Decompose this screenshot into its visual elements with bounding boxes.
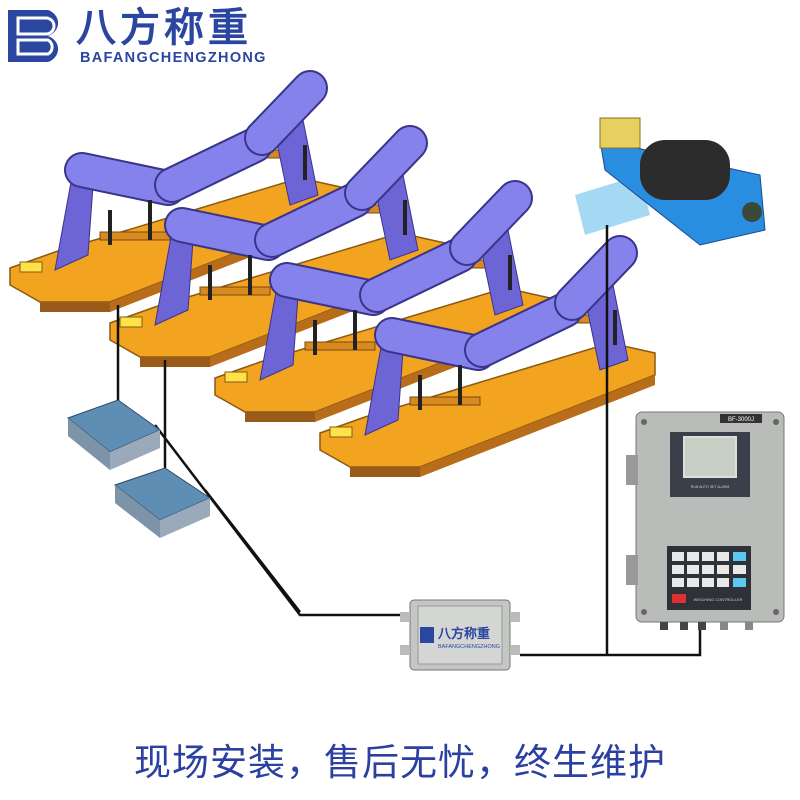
caption: 现场安装，售后无忧，终生维护 [134,741,666,784]
brand-logo: 八方称重 BAFANGCHENGZHONG [4,6,294,66]
junction-box-logo-english: BAFANGCHENGZHONG [438,644,500,650]
controller-indicators: RUN AUTO SET ALARM [691,485,730,489]
logo-chinese-text: 八方称重 [76,5,252,51]
load-cell-2 [113,467,212,538]
junction-box: 八方称重 BAFANGCHENGZHONG [400,599,520,671]
controller-label: WEIGHING CONTROLLER [693,597,742,602]
speed-sensor [575,117,766,246]
controller-model: BF-3000J [728,417,754,423]
logo-b-icon [8,10,59,62]
weighing-controller: BF-3000J RUN AUTO SET ALARM WEIGHING CON… [626,411,785,630]
load-cell-1 [66,399,162,470]
junction-box-logo: 八方称重 [437,626,490,642]
controller-keypad [672,552,746,603]
logo-english-text: BAFANGCHENGZHONG [80,50,267,66]
